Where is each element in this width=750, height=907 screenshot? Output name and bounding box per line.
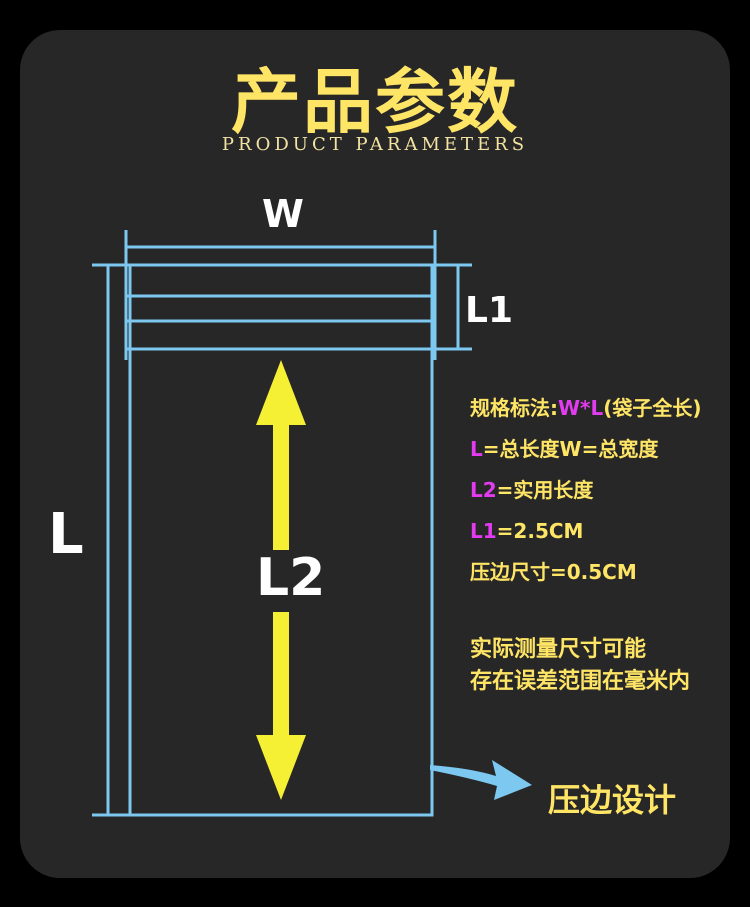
edge-pointer-arrow — [430, 760, 532, 800]
edge-design-label: 压边设计 — [548, 781, 677, 819]
spec-highlight: L2 — [470, 478, 497, 502]
l2-arrow-down — [256, 612, 306, 800]
spec-row-length: L=总长度W=总宽度 — [470, 429, 702, 470]
spec-text: =实用长度 — [496, 478, 594, 502]
spec-highlight: L — [470, 437, 483, 461]
spec-text: =2.5CM — [496, 519, 584, 543]
spec-list: 规格标法:W*L(袋子全长) L=总长度W=总宽度 L2=实用长度 L1=2.5… — [470, 388, 702, 593]
spec-highlight: W*L — [558, 396, 604, 420]
width-label: W — [262, 192, 304, 236]
page-subtitle: PRODUCT PARAMETERS — [221, 134, 529, 155]
usable-length-label: L2 — [256, 548, 326, 608]
page-title: 产品参数 — [231, 61, 519, 143]
spec-text: =总长度W=总宽度 — [482, 437, 659, 461]
background-card — [20, 30, 730, 878]
measurement-note-line1: 实际测量尺寸可能 — [470, 637, 647, 662]
spec-row-edge-size: 压边尺寸=0.5CM — [470, 552, 702, 593]
measurement-note-line2: 存在误差范围在毫米内 — [470, 669, 691, 694]
l2-arrow-up — [256, 360, 306, 550]
l1-label: L1 — [465, 290, 513, 331]
spec-text: (袋子全长) — [603, 396, 702, 420]
spec-text: 规格标法: — [470, 396, 558, 420]
measurement-note: 实际测量尺寸可能 存在误差范围在毫米内 — [470, 634, 690, 698]
spec-text: 压边尺寸=0.5CM — [470, 560, 637, 584]
spec-row-format: 规格标法:W*L(袋子全长) — [470, 388, 702, 429]
length-label: L — [48, 502, 84, 567]
spec-row-usable-length: L2=实用长度 — [470, 470, 702, 511]
spec-row-l1: L1=2.5CM — [470, 511, 702, 552]
spec-highlight: L1 — [470, 519, 497, 543]
